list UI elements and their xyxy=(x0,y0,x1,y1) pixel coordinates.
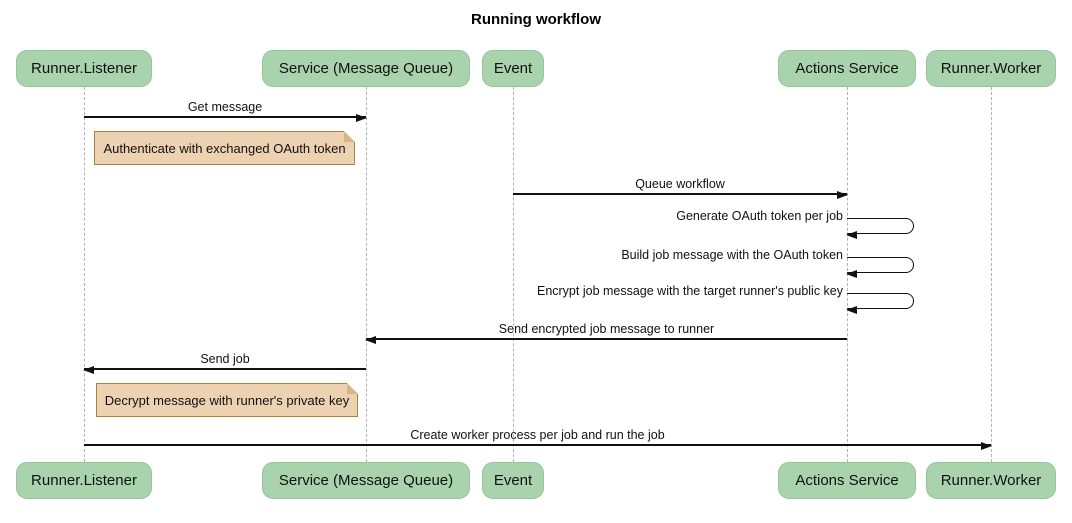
actor-top-runner-listener: Runner.Listener xyxy=(16,50,152,87)
message-queue-workflow: Queue workflow xyxy=(513,177,848,199)
self-message-loop xyxy=(846,293,914,314)
note-decrypt: Decrypt message with runner's private ke… xyxy=(96,382,359,417)
actor-bottom-service-message-queue: Service (Message Queue) xyxy=(262,462,470,499)
self-message-label-generate-oauth: Generate OAuth token per job xyxy=(676,209,843,223)
arrowhead-left-icon xyxy=(365,335,376,344)
actor-top-actions-service: Actions Service xyxy=(778,50,916,87)
message-send-job: Send job xyxy=(83,352,366,374)
arrowhead-left-icon xyxy=(83,365,94,374)
message-get-message: Get message xyxy=(84,100,367,122)
arrowhead-right-icon xyxy=(837,190,848,199)
message-label: Create worker process per job and run th… xyxy=(410,428,665,442)
message-line xyxy=(84,368,366,370)
message-create-worker: Create worker process per job and run th… xyxy=(84,428,992,450)
note-fold-icon xyxy=(344,130,356,142)
actor-top-event: Event xyxy=(482,50,544,87)
actor-bottom-runner-listener: Runner.Listener xyxy=(16,462,152,499)
lifeline-service-message-queue xyxy=(366,87,367,462)
message-send-encrypted-job: Send encrypted job message to runner xyxy=(365,322,847,344)
actor-top-service-message-queue: Service (Message Queue) xyxy=(262,50,470,87)
message-label: Queue workflow xyxy=(635,177,725,191)
arrowhead-right-icon xyxy=(356,113,367,122)
message-label: Get message xyxy=(187,100,263,114)
arrowhead-left-icon xyxy=(846,270,857,278)
message-line xyxy=(513,193,847,195)
note-authenticate: Authenticate with exchanged OAuth token xyxy=(94,130,356,165)
lifeline-event xyxy=(513,87,514,462)
message-label: Send encrypted job message to runner xyxy=(498,322,715,336)
arrowhead-right-icon xyxy=(981,441,992,450)
arrowhead-left-icon xyxy=(846,306,857,314)
message-line xyxy=(366,338,847,340)
message-line xyxy=(84,116,366,118)
self-message-label-encrypt-job-message: Encrypt job message with the target runn… xyxy=(536,284,843,298)
actor-bottom-runner-worker: Runner.Worker xyxy=(926,462,1056,499)
message-label: Send job xyxy=(200,352,250,366)
self-message-loop xyxy=(846,218,914,239)
self-message-label-build-job-message: Build job message with the OAuth token xyxy=(621,248,843,262)
actor-top-runner-worker: Runner.Worker xyxy=(926,50,1056,87)
lifeline-runner-listener xyxy=(84,87,85,462)
note-fold-icon xyxy=(347,382,359,394)
note-label: Decrypt message with runner's private ke… xyxy=(104,392,350,408)
message-line xyxy=(84,444,991,446)
note-label: Authenticate with exchanged OAuth token xyxy=(103,140,346,156)
actor-bottom-event: Event xyxy=(482,462,544,499)
diagram-title: Running workflow xyxy=(471,11,601,28)
lifeline-runner-worker xyxy=(991,87,992,462)
self-message-loop xyxy=(846,257,914,278)
actor-bottom-actions-service: Actions Service xyxy=(778,462,916,499)
arrowhead-left-icon xyxy=(846,231,857,239)
